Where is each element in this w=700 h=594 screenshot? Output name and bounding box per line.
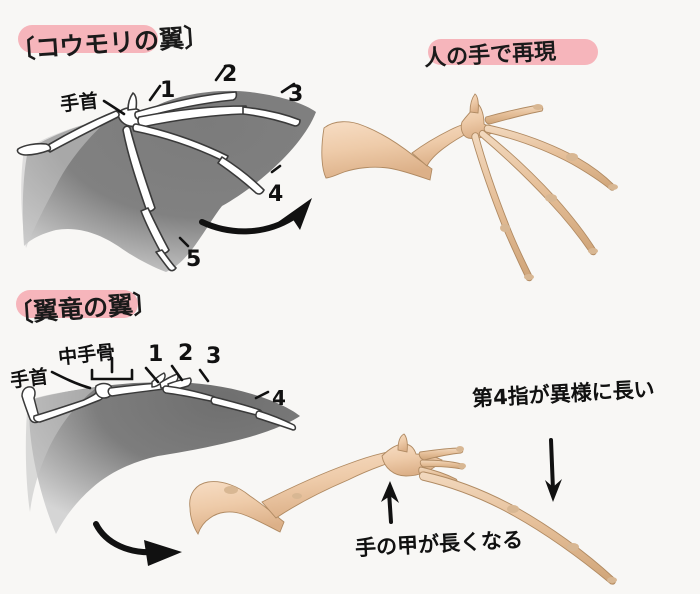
leader-4 [270,164,282,174]
leader-wrist [102,99,126,116]
finger-2-short [418,447,464,461]
up-arrow [381,481,399,524]
bat-humerus-bone [16,142,52,156]
pterosaur-digit-2: 2 [178,341,194,366]
bat-wing-illustration [16,90,317,272]
bat-wrist-label: 手首 [59,90,100,116]
forearm-2 [261,451,393,519]
pterosaur-humerus [21,386,41,424]
bat-digit-5-tip [155,249,177,272]
finger-5-elongated [471,132,533,282]
leader-1-2 [144,366,160,384]
leader-2-2 [170,364,184,382]
pterosaur-wing-membrane [29,382,300,534]
upper-arm [321,121,433,181]
bat-digit-4: 4 [268,182,284,207]
pterosaur-wrist-label: 手首 [8,365,50,393]
bat-leader-lines [102,64,296,248]
human-hand-title-highlight [428,39,598,65]
thumb [469,93,479,114]
leader-4-2 [254,390,270,400]
bat-digit-2-bone [134,91,238,120]
leader-1 [148,84,162,102]
curved-arrow-bottom [93,521,182,566]
thumb-2 [397,433,408,453]
bat-digit-3: 3 [288,82,304,107]
leader-3-2 [198,368,210,383]
pterosaur-wing-title-highlight [16,290,138,318]
metacarpal-brace [90,368,134,381]
pterosaur-hand-illustration [189,433,617,585]
bat-digit-5: 5 [186,247,202,272]
bat-digit-4-phalanx [217,156,265,195]
bat-wing-title-highlight [18,25,158,53]
human-hand-illustration [321,93,618,282]
bat-digit-2: 2 [222,62,238,87]
pterosaur-digit-4-bone-3 [255,410,297,431]
pterosaur-digit-3: 3 [206,344,222,369]
down-arrow [545,438,562,502]
bat-digit-1: 1 [160,78,176,103]
bat-digit-1-bone [127,92,138,111]
upper-arm-2 [189,481,285,536]
leader-5 [178,236,190,248]
finger-2-elongated [484,104,544,125]
bat-digit-3-phalanx [242,106,301,127]
pterosaur-digit-1-bone [151,372,166,388]
leader-2 [214,64,228,82]
pterosaur-digit-1: 1 [148,342,164,367]
pterosaur-digit-4: 4 [272,386,286,410]
leader-3 [280,82,296,94]
curved-arrow-top [199,198,312,235]
pterosaur-wing-illustration [21,372,300,534]
leader-wrist-2 [50,370,92,390]
bat-wing-membrane [22,90,317,272]
pterosaur-leader-lines [50,356,270,400]
